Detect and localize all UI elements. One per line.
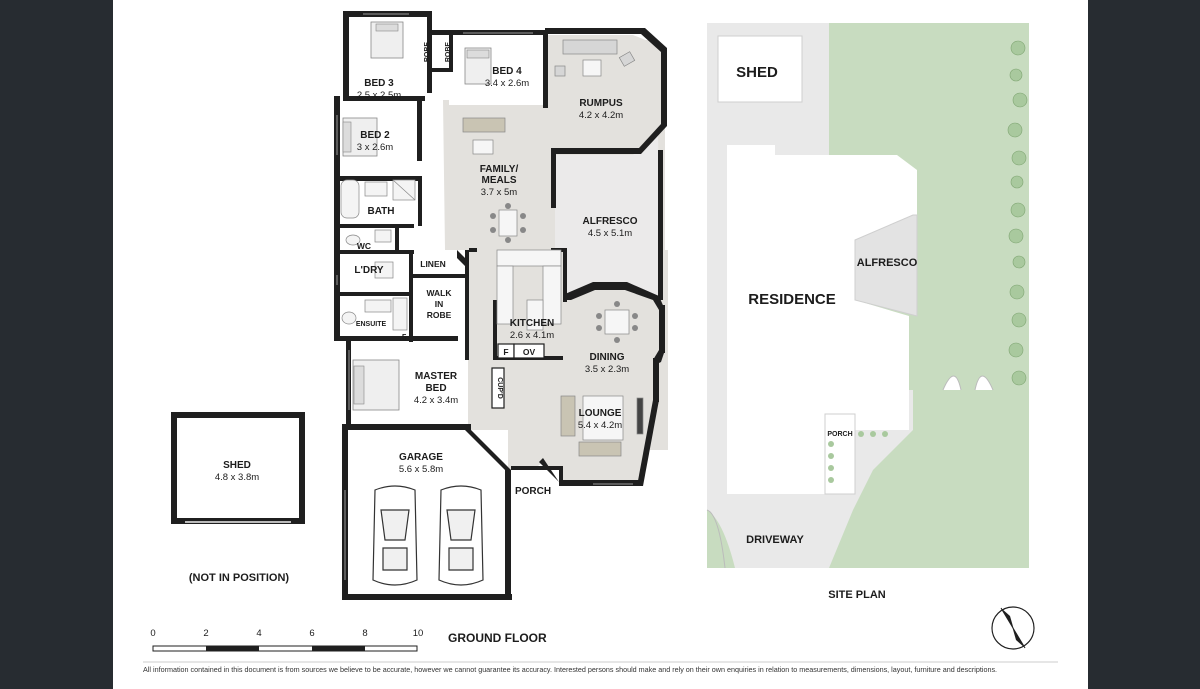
bed4-label: BED 4 <box>492 66 522 77</box>
master-label-2: BED <box>425 383 446 394</box>
garage-dim: 5.6 x 5.8m <box>399 464 443 475</box>
garage-label: GARAGE <box>399 452 443 463</box>
alfresco-dim: 4.5 x 5.1m <box>588 228 632 239</box>
shed-building <box>171 412 305 524</box>
scale-tick-0: 0 <box>150 628 155 639</box>
wc-label: WC <box>357 241 371 251</box>
porch-label: PORCH <box>515 486 551 497</box>
floor-plan: BED 3 2.5 x 2.5m BED 4 3.4 x 2.6m BED 2 … <box>171 11 668 600</box>
room-labels: BED 3 2.5 x 2.5m BED 4 3.4 x 2.6m BED 2 … <box>189 42 638 584</box>
lounge-label: LOUNGE <box>579 408 622 419</box>
disclaimer-text: All information contained in this docume… <box>143 665 998 674</box>
robe1-label: ROBE <box>424 42 431 63</box>
walkin-label-1: WALK <box>426 288 452 298</box>
shed-label: SHED <box>223 460 251 471</box>
not-in-position-note: (NOT IN POSITION) <box>189 572 290 584</box>
site-shed-label: SHED <box>736 64 778 81</box>
scale-tick-4: 4 <box>256 628 261 639</box>
robe2-label: ROBE <box>445 42 452 63</box>
bed2-label: BED 2 <box>360 130 390 141</box>
bed2-dim: 3 x 2.6m <box>357 142 394 153</box>
rumpus-dim: 4.2 x 4.2m <box>579 110 623 121</box>
rumpus-label: RUMPUS <box>579 98 623 109</box>
site-residence-label: RESIDENCE <box>748 291 836 308</box>
bath-label: BATH <box>367 206 394 217</box>
scale-tick-8: 8 <box>362 628 367 639</box>
lounge-dim: 5.4 x 4.2m <box>578 420 622 431</box>
bed3-dim: 2.5 x 2.5m <box>357 90 401 101</box>
family-label-2: MEALS <box>482 175 517 186</box>
garage-car-right <box>438 485 484 586</box>
floor-plan-sheet: BED 3 2.5 x 2.5m BED 4 3.4 x 2.6m BED 2 … <box>113 0 1088 689</box>
scale-tick-10: 10 <box>413 628 424 639</box>
scale-tick-2: 2 <box>203 628 208 639</box>
fridge-label: F <box>503 347 508 357</box>
bed4-bed <box>464 47 492 85</box>
bed3-bed <box>370 21 404 59</box>
linen-label: LINEN <box>420 259 446 269</box>
site-plan: SHED RESIDENCE ALFRESCO PORCH DRIVEWAY S… <box>706 23 1029 601</box>
shed-dim: 4.8 x 3.8m <box>215 472 259 483</box>
walkin-label-2: IN <box>435 299 444 309</box>
alfresco-label: ALFRESCO <box>583 216 638 227</box>
site-driveway-label: DRIVEWAY <box>746 534 804 546</box>
scale-tick-6: 6 <box>309 628 314 639</box>
master-label-1: MASTER <box>415 371 458 382</box>
site-plan-title: SITE PLAN <box>828 589 886 601</box>
laundry-label: L'DRY <box>354 265 384 276</box>
floor-title: GROUND FLOOR <box>448 631 547 645</box>
bed3-label: BED 3 <box>364 78 394 89</box>
dining-dim: 3.5 x 2.3m <box>585 364 629 375</box>
bed2-bed <box>342 117 378 157</box>
kitchen-dim: 2.6 x 4.1m <box>510 330 554 341</box>
walkin-label-3: ROBE <box>427 310 452 320</box>
oven-label: OV <box>523 347 536 357</box>
scale-bar: 0 2 4 6 8 10 GROUND FLOOR <box>150 628 547 652</box>
bed4-dim: 3.4 x 2.6m <box>485 78 529 89</box>
ensuite-label: ENSUITE <box>356 321 387 328</box>
garage-car-left <box>372 485 418 586</box>
site-alfresco-label: ALFRESCO <box>857 257 918 269</box>
master-bed <box>352 359 400 411</box>
site-porch-label: PORCH <box>827 431 852 438</box>
family-label-1: FAMILY/ <box>480 164 519 175</box>
cupboard-label: CUP'D <box>496 377 503 399</box>
dining-label: DINING <box>590 352 625 363</box>
north-arrow-icon <box>991 606 1035 650</box>
family-dim: 3.7 x 5m <box>481 187 518 198</box>
kitchen-label: KITCHEN <box>510 318 554 329</box>
ceiling-mark: .5 <box>399 332 406 342</box>
master-dim: 4.2 x 3.4m <box>414 395 458 406</box>
floor-plan-drawing: BED 3 2.5 x 2.5m BED 4 3.4 x 2.6m BED 2 … <box>143 11 1058 663</box>
